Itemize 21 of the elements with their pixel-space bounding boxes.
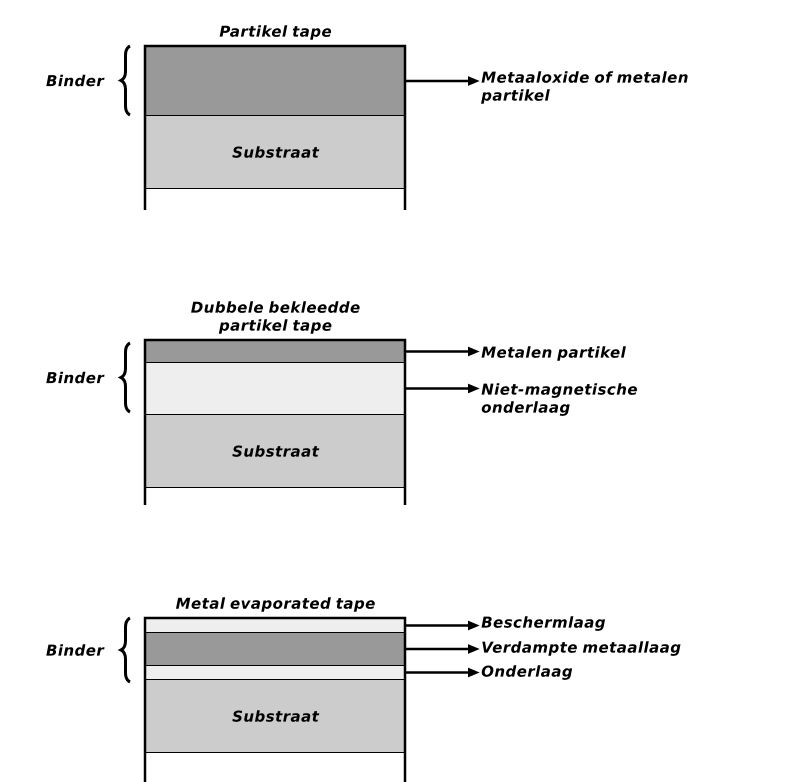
substrate-layer: Substraat (145, 414, 406, 488)
layer-box (145, 632, 406, 666)
layer-box (145, 46, 406, 116)
binder-label: Binder (46, 372, 105, 384)
layer-label: Niet-magnetische onderlaag (482, 383, 637, 416)
binder-label: Binder (46, 74, 105, 86)
substrate-layer: Substraat (145, 115, 406, 189)
layer-label: Verdampte metaallaag (482, 641, 680, 656)
layer-label: Beschermlaag (482, 616, 606, 631)
binder-label: Binder (46, 644, 105, 656)
layer-box (145, 362, 406, 415)
tape-title: Partikel tape (220, 25, 332, 40)
layer-box (145, 340, 406, 363)
tape-title: Metal evaporated tape (176, 597, 375, 612)
layer-label: Onderlaag (482, 665, 572, 680)
layer-box (145, 665, 406, 680)
substrate-layer: Substraat (145, 679, 406, 753)
tape-title: Dubbele bekleedde partikel tape (191, 301, 360, 334)
layer-label: Metaaloxide of metalen partikel (481, 71, 688, 104)
layer-box (145, 618, 406, 633)
layer-label: Metalen partikel (482, 346, 626, 361)
